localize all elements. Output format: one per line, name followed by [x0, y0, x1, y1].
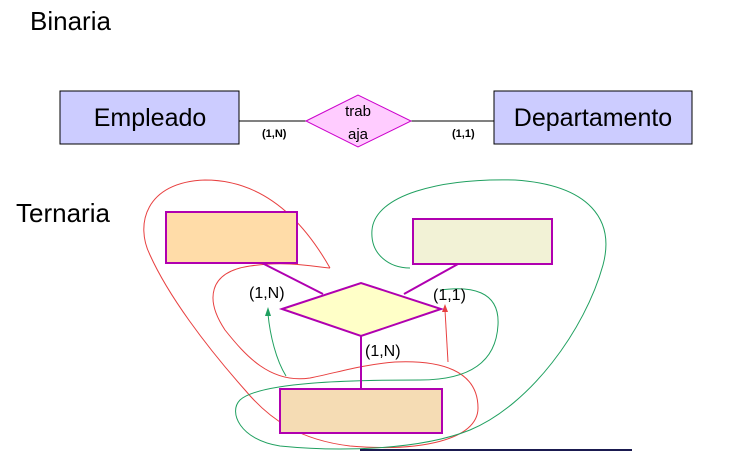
binary-left-cardinality: (1,N) [262, 128, 287, 140]
ternary-heading: Ternaria [16, 198, 110, 228]
ternary-entity-left[interactable] [165, 211, 298, 264]
ternary-entity-bottom[interactable] [279, 388, 443, 434]
binary-heading: Binaria [30, 6, 111, 36]
ternary-entity-right[interactable] [412, 218, 553, 265]
ternary-right-link [403, 263, 459, 295]
relationship-trabaja[interactable] [304, 94, 413, 148]
ternary-bottom-cardinality: (1,N) [365, 343, 401, 360]
green-arrow-line [267, 313, 287, 377]
relationship-label-line2: aja [348, 126, 369, 143]
green-grouping-outline [235, 179, 607, 450]
red-arrow-line [444, 309, 449, 363]
red-grouping-outline [143, 179, 479, 448]
ternary-left-cardinality: (1,N) [249, 285, 285, 302]
ternary-left-link [261, 262, 324, 295]
entity-departamento-label: Departamento [514, 104, 672, 132]
entity-departamento[interactable] [493, 90, 693, 145]
red-arrow-head [442, 304, 448, 312]
relationship-label-line1: trab [345, 103, 371, 120]
entity-empleado-label: Empleado [94, 104, 207, 132]
binary-right-cardinality: (1,1) [452, 128, 475, 140]
ternary-right-cardinality: (1,1) [433, 287, 466, 304]
ternary-relationship-diamond[interactable] [278, 281, 445, 338]
entity-empleado[interactable] [59, 90, 240, 145]
green-arrow-head [265, 307, 271, 316]
